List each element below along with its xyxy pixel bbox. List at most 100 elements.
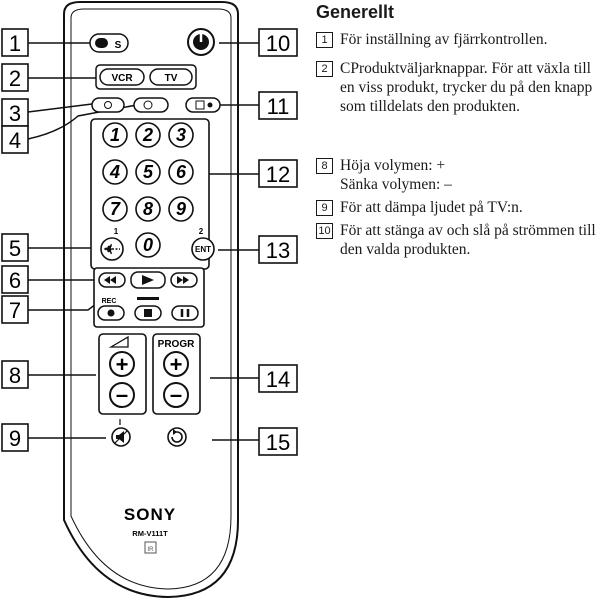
digit-3-label: 3	[176, 125, 186, 145]
display-button[interactable]	[133, 97, 169, 113]
item-number: 1	[316, 32, 333, 48]
digit-8-button[interactable]: 8	[135, 196, 161, 222]
volume-up-button[interactable]: +	[109, 351, 135, 377]
vcr-label: VCR	[111, 73, 133, 84]
recall-icon	[171, 431, 183, 443]
enter-label: ENT	[195, 245, 211, 254]
digit-5-button[interactable]: 5	[135, 159, 161, 185]
item-number: 10	[316, 223, 333, 239]
callout-2: 2	[9, 66, 21, 91]
digit-0-button[interactable]: 0	[135, 232, 161, 258]
volume-up-label: +	[116, 352, 129, 377]
digit-0-label: 0	[143, 235, 153, 255]
item-text: Höja volymen: +	[340, 157, 446, 174]
callout-14: 14	[266, 367, 290, 392]
record-icon	[107, 309, 115, 317]
callout-1: 1	[9, 31, 21, 56]
callout-6: 6	[9, 268, 21, 293]
fast-forward-button[interactable]	[170, 272, 198, 288]
digit-2-button[interactable]: 2	[135, 122, 161, 148]
item-text-2: Sänka volymen: –	[340, 176, 452, 193]
program-up-button[interactable]: +	[163, 351, 189, 377]
digit-2-label: 2	[142, 125, 153, 145]
rec-label: REC	[102, 298, 117, 305]
callout-10: 10	[266, 31, 290, 56]
digit-7-button[interactable]: 7	[102, 196, 128, 222]
stop-button[interactable]	[134, 305, 162, 321]
program-down-button[interactable]: –	[163, 382, 189, 408]
screen-button[interactable]	[185, 97, 221, 113]
digit-4-button[interactable]: 4	[102, 159, 128, 185]
callout-9: 9	[9, 426, 21, 451]
input-button[interactable]	[91, 97, 125, 113]
digit-4-label: 4	[109, 162, 120, 182]
leader-lines	[27, 42, 259, 441]
play-button[interactable]	[130, 271, 166, 289]
tv-label: TV	[165, 73, 178, 84]
list-item-9: 9 För att dämpa ljudet på TV:n.	[316, 198, 608, 217]
stop-icon	[144, 309, 152, 317]
jump-button[interactable]	[100, 237, 124, 261]
item-number: 9	[316, 200, 333, 216]
section-heading: Generellt	[316, 2, 395, 22]
tv-button[interactable]: TV	[149, 68, 193, 86]
list-item-8: 8 Höja volymen: + Sänka volymen: –	[316, 156, 608, 194]
volume-icon	[108, 335, 129, 348]
record-button[interactable]	[97, 305, 125, 321]
digit-5-label: 5	[143, 162, 154, 182]
callout-3: 3	[9, 101, 21, 126]
digit-7-label: 7	[110, 199, 121, 219]
pause-icon	[180, 309, 190, 317]
play-icon	[142, 275, 154, 285]
brand-logo: SONY	[124, 505, 176, 524]
callout-13: 13	[266, 238, 290, 263]
small-label-1: 1	[114, 227, 119, 236]
jump-icon	[103, 243, 120, 255]
ir-mark-label: IR	[148, 547, 155, 553]
program-down-label: –	[170, 382, 182, 407]
callout-7: 7	[9, 298, 21, 323]
digit-6-button[interactable]: 6	[168, 159, 194, 185]
item-text: För inställning av fjärrkontrollen.	[340, 31, 548, 48]
digit-3-button[interactable]: 3	[168, 122, 194, 148]
digit-8-label: 8	[143, 199, 153, 219]
mute-button[interactable]	[111, 427, 131, 447]
digit-6-label: 6	[176, 162, 187, 182]
small-label-2: 2	[199, 227, 204, 236]
callout-12: 12	[266, 162, 290, 187]
remote-inner-outline	[70, 8, 232, 590]
s-button[interactable]: S	[89, 33, 129, 53]
vcr-button[interactable]: VCR	[99, 68, 145, 86]
volume-down-button[interactable]: –	[109, 382, 135, 408]
callout-boxes	[1, 28, 298, 456]
digit-9-button[interactable]: 9	[168, 196, 194, 222]
callout-4: 4	[9, 128, 21, 153]
input-icon	[104, 101, 112, 109]
small-label-i: I	[119, 418, 121, 427]
item-number: 8	[316, 158, 333, 174]
mute-icon	[116, 431, 124, 443]
rewind-button[interactable]	[98, 272, 126, 288]
item-number: 2	[316, 61, 333, 77]
enter-button[interactable]: ENT	[191, 237, 215, 261]
rewind-icon	[104, 276, 116, 284]
s-button-label: S	[115, 40, 122, 51]
callout-15: 15	[266, 430, 290, 455]
item-text: För att dämpa ljudet på TV:n.	[340, 199, 523, 216]
description-list: 1 För inställning av fjärrkontrollen. 2 …	[316, 30, 608, 259]
callout-8: 8	[9, 363, 21, 388]
recall-button[interactable]	[167, 427, 187, 447]
stop-bar-mark	[137, 297, 159, 300]
item-text: För att stänga av och slå på strömmen ti…	[340, 222, 596, 258]
digit-9-label: 9	[176, 199, 186, 219]
pause-button[interactable]	[171, 305, 199, 321]
screen-icon	[195, 100, 205, 110]
item-text: CProduktväljarknappar. För att växla til…	[340, 60, 593, 115]
program-label: PROGR	[158, 339, 195, 350]
power-button[interactable]	[187, 28, 215, 56]
fast-forward-icon	[177, 276, 189, 284]
ir-emitter-icon	[144, 541, 157, 554]
digit-1-button[interactable]: 1	[102, 122, 128, 148]
list-item-2: 2 CProduktväljarknappar. För att växla t…	[316, 59, 608, 116]
list-item-10: 10 För att stänga av och slå på strömmen…	[316, 221, 608, 259]
